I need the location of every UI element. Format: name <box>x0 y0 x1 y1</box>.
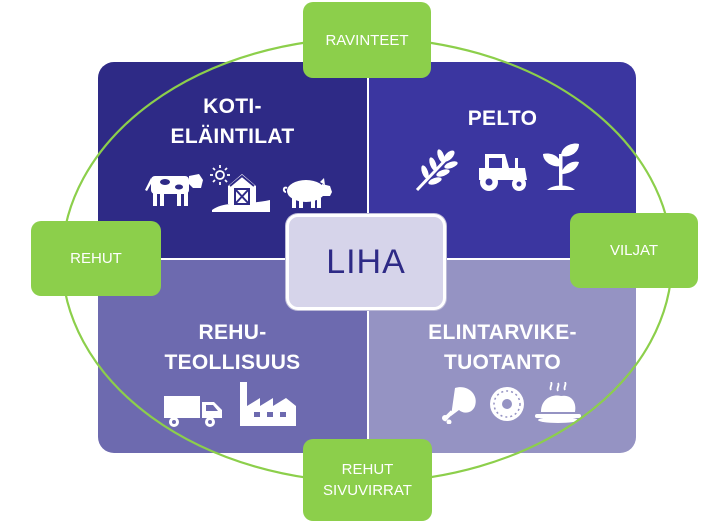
tag-label: VILJAT <box>609 242 659 259</box>
roast-dish-icon <box>535 382 581 423</box>
tag-rehut-sivuvirrat: REHUT SIVUVIRRAT <box>303 439 432 521</box>
cow-icon <box>145 174 203 206</box>
factory-icon <box>240 382 296 426</box>
truck-icon <box>164 396 222 427</box>
donut-icon <box>490 387 524 421</box>
tag-label: SIVUVIRRAT <box>323 482 412 499</box>
tag-label: REHUT <box>341 461 394 478</box>
barn-icon <box>212 174 270 212</box>
center-label: LIHA <box>326 242 406 281</box>
wheat-icon <box>415 149 458 192</box>
chicken-leg-icon <box>442 387 476 424</box>
tag-label: RAVINTEET <box>325 31 409 49</box>
center-box-liha: LIHA <box>286 214 446 310</box>
tag-label: REHUT <box>70 250 122 267</box>
plant-sprout-icon <box>543 143 579 190</box>
tag-ravinteet: RAVINTEET <box>303 2 431 78</box>
tractor-icon <box>479 154 527 191</box>
tag-viljat: VILJAT <box>570 213 698 288</box>
pig-icon <box>282 178 332 208</box>
tag-rehut: REHUT <box>31 221 161 296</box>
